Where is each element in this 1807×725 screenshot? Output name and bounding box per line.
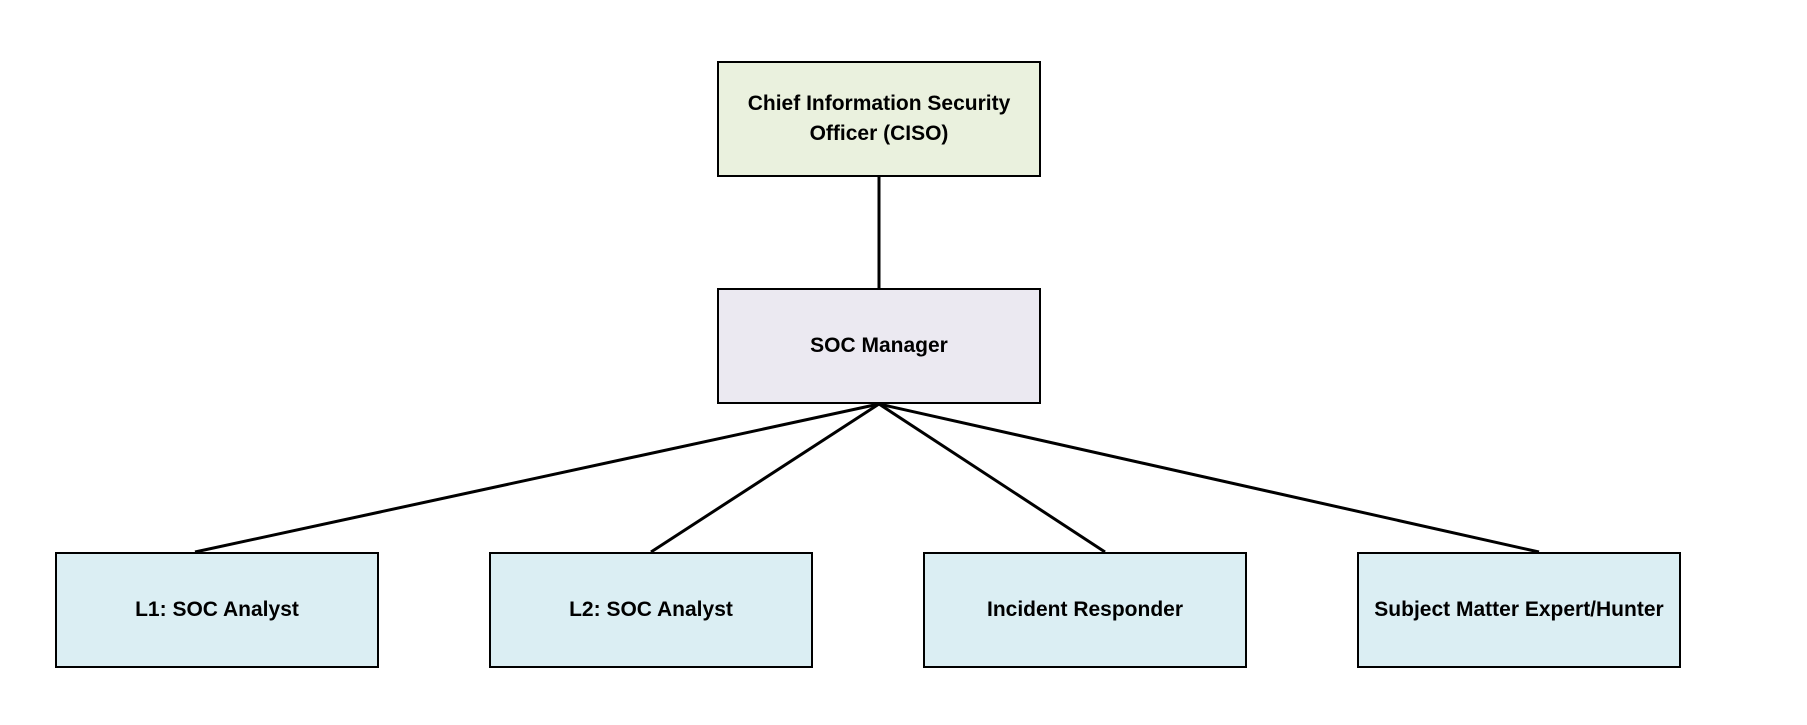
node-ciso: Chief Information Security Officer (CISO… [717,61,1041,177]
node-sme-hunter: Subject Matter Expert/Hunter [1357,552,1681,668]
node-l1-soc-analyst: L1: SOC Analyst [55,552,379,668]
node-l2-soc-analyst-label: L2: SOC Analyst [569,598,733,621]
node-incident-responder: Incident Responder [923,552,1247,668]
node-soc-manager-label: SOC Manager [810,334,948,357]
node-soc-manager: SOC Manager [717,288,1041,404]
node-sme-hunter-label: Subject Matter Expert/Hunter [1374,598,1664,621]
node-incident-responder-label: Incident Responder [986,598,1184,621]
connector-soc-manager-to-l1 [194,402,880,554]
node-l2-soc-analyst: L2: SOC Analyst [489,552,813,668]
connector-soc-manager-to-l2 [650,402,880,554]
connector-soc-manager-to-sme-hunter [878,402,1540,554]
connector-soc-manager-to-incident-responder [878,402,1106,554]
node-ciso-label: Chief Information Security Officer (CISO… [747,92,1011,145]
node-l1-soc-analyst-label: L1: SOC Analyst [135,598,299,621]
